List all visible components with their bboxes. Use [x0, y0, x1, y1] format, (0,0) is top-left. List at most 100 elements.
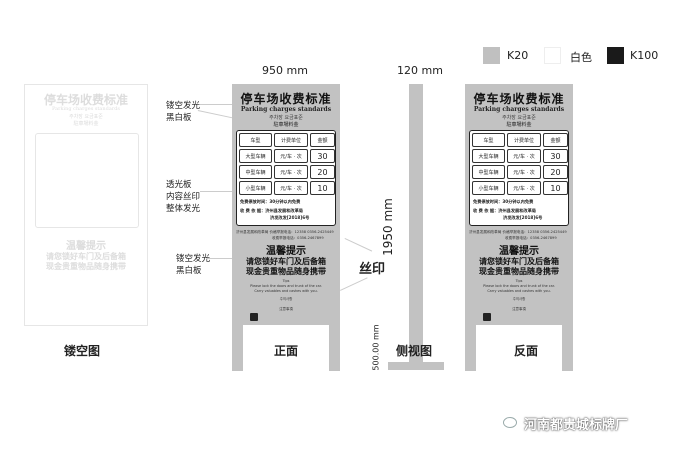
- sign-title-en: Parking charges standards: [240, 106, 332, 113]
- row-type: 小型车辆: [239, 181, 272, 195]
- width-dimension: 950 mm: [262, 64, 308, 77]
- wechat-icon: [503, 417, 517, 428]
- table-row: 中型车辆 元/车 · 次 20: [239, 165, 335, 179]
- annotation-cutout-bottom: 镂空发光黑白板: [176, 254, 211, 276]
- tips-en-1: Please lock the doors and trunk of the c…: [483, 284, 555, 288]
- sketch-warm1: 请您锁好车门及后备箱: [46, 251, 126, 261]
- sign-title-ja: 駐車場料金: [506, 122, 532, 128]
- contact-2: 收费举报电话：0356-2467899: [272, 236, 324, 240]
- label-front: 正面: [274, 344, 299, 358]
- warm-line-1: 请您锁好车门及后备箱: [479, 256, 559, 266]
- tips-ko: 주의사항: [279, 297, 293, 301]
- contact-2: 收费举报电话：0356-2467899: [505, 236, 557, 240]
- table-header: 车型 计费单位 金额: [239, 133, 335, 147]
- warm-line-2: 现金贵重物品随身携带: [479, 266, 559, 276]
- tips-en-2: Carry valuables and cashes with you.: [487, 289, 551, 293]
- swatch-white: [544, 47, 561, 64]
- row-unit: 元/车 · 次: [507, 181, 541, 195]
- table-row: 大型车辆 元/车 · 次 30: [472, 149, 568, 163]
- warm-line-2: 现金贵重物品随身携带: [246, 266, 326, 276]
- legend-white: 白色: [570, 51, 592, 64]
- header-unit: 计费单位: [274, 133, 308, 147]
- sign-title-ko: 주차장 요금표준: [269, 115, 303, 121]
- watermark: 河南都贵城标牌厂: [524, 418, 629, 433]
- sign-title: 停车场收费标准: [473, 92, 565, 106]
- swatch-k100: [607, 47, 624, 64]
- annotation-cutout-top: 镂空发光黑白板: [166, 101, 201, 123]
- row-type: 中型车辆: [472, 165, 505, 179]
- tips-en-1: Please lock the doors and trunk of the c…: [250, 284, 322, 288]
- sketch-title-en: Parking charges standards: [52, 106, 120, 112]
- row-amount: 10: [543, 181, 568, 195]
- tips-ja: 注意事項: [512, 307, 526, 311]
- header-amount: 金额: [543, 133, 568, 147]
- label-cutout: 镂空图: [64, 344, 101, 358]
- leader-line: [344, 238, 373, 252]
- table-row: 小型车辆 元/车 · 次 10: [239, 181, 335, 195]
- front-leg-left: [232, 325, 243, 371]
- sketch-warm-title: 温馨提示: [66, 241, 106, 252]
- row-unit: 元/车 · 次: [507, 149, 541, 163]
- fee-table: 车型 计费单位 金额 大型车辆 元/车 · 次 30 中型车辆 元/车 · 次 …: [469, 130, 569, 226]
- fee-table: 车型 计费单位 金额 大型车辆 元/车 · 次 30 中型车辆 元/车 · 次 …: [236, 130, 336, 226]
- sign-title-ja: 駐車場料金: [273, 122, 299, 128]
- leg-height-dimension: 500.00 mm: [371, 324, 381, 371]
- leader-line: [206, 258, 234, 259]
- legend-k100: K100: [630, 49, 659, 62]
- tips-ja: 注意事項: [279, 307, 293, 311]
- front-leg-right: [329, 325, 340, 371]
- leader-line: [340, 277, 368, 291]
- fee-basis: 收 费 依 据：济州县发展和改革局: [240, 208, 303, 213]
- sign-title-en: Parking charges standards: [473, 106, 565, 113]
- row-unit: 元/车 · 次: [274, 165, 308, 179]
- contact-1: 济州县发展和改革局 价格举报电话：12358 0356-2425449: [469, 230, 567, 234]
- depth-dimension: 120 mm: [397, 64, 443, 77]
- side-base: [388, 362, 444, 370]
- header-type: 车型: [239, 133, 272, 147]
- logo-icon: [250, 313, 258, 321]
- side-post: [409, 84, 423, 362]
- row-unit: 元/车 · 次: [274, 149, 308, 163]
- free-time: 免费停放时间：30分钟以内免费: [473, 199, 534, 204]
- tips-label: Tips: [515, 279, 523, 283]
- sketch-title-ja: 駐車場料金: [73, 121, 99, 127]
- row-type: 大型车辆: [239, 149, 272, 163]
- row-type: 中型车辆: [239, 165, 272, 179]
- table-row: 小型车辆 元/车 · 次 10: [472, 181, 568, 195]
- row-unit: 元/车 · 次: [507, 165, 541, 179]
- label-back: 反面: [514, 344, 539, 358]
- front-board: 停车场收费标准 Parking charges standards 주차장 요금…: [232, 84, 340, 325]
- warm-title: 温馨提示: [266, 246, 306, 257]
- swatch-k20: [483, 47, 500, 64]
- cutout-sketch: 停车场收费标准 Parking charges standards 주차장 요금…: [24, 84, 148, 326]
- row-type: 小型车辆: [472, 181, 505, 195]
- header-amount: 金额: [310, 133, 335, 147]
- sketch-warm2: 现金贵重物品随身携带: [46, 261, 126, 271]
- tips-en-2: Carry valuables and cashes with you.: [254, 289, 318, 293]
- fee-basis-doc: 济发改发[2018]6号: [503, 215, 543, 220]
- free-time: 免费停放时间：30分钟以内免费: [240, 199, 301, 204]
- row-amount: 30: [543, 149, 568, 163]
- silk-print-label: 丝印: [359, 262, 386, 277]
- row-unit: 元/车 · 次: [274, 181, 308, 195]
- label-side: 侧视图: [396, 344, 433, 358]
- header-type: 车型: [472, 133, 505, 147]
- row-amount: 20: [310, 165, 335, 179]
- logo-icon: [483, 313, 491, 321]
- annotation-translucent: 透光板内容丝印整体发光: [166, 180, 201, 214]
- row-amount: 20: [543, 165, 568, 179]
- fee-basis-doc: 济发改发[2018]6号: [270, 215, 310, 220]
- tips-ko: 주의사항: [512, 297, 526, 301]
- table-header: 车型 计费单位 金额: [472, 133, 568, 147]
- table-row: 大型车辆 元/车 · 次 30: [239, 149, 335, 163]
- sign-title-ko: 주차장 요금표준: [502, 115, 536, 121]
- leader-line: [200, 191, 234, 192]
- contact-1: 济州县发展和改革局 价格举报电话：12358 0356-2425449: [236, 230, 334, 234]
- tips-label: Tips: [282, 279, 290, 283]
- fee-basis: 收 费 依 据：济州县发展和改革局: [473, 208, 536, 213]
- legend-k20: K20: [507, 49, 529, 62]
- height-dimension: 1950 mm: [381, 198, 395, 256]
- sketch-title-ko: 주차장 요금표준: [69, 114, 103, 120]
- back-board: 停车场收费标准 Parking charges standards 주차장 요금…: [465, 84, 573, 325]
- sign-title: 停车场收费标准: [240, 92, 332, 106]
